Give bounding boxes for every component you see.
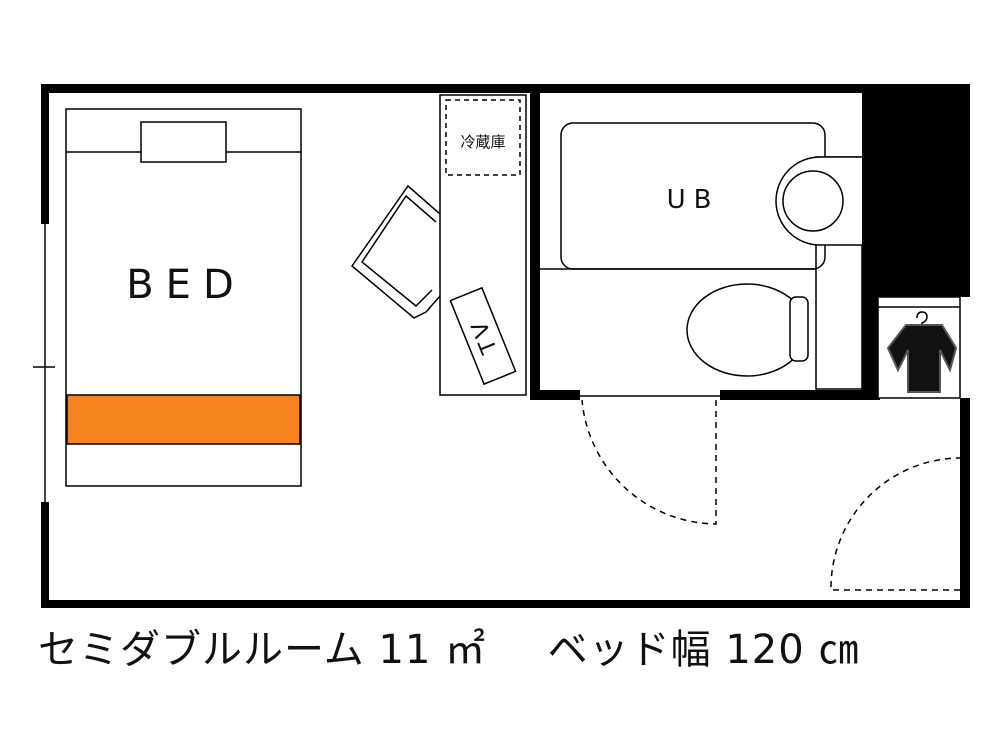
desk-chair	[350, 184, 441, 319]
bottom-wall	[41, 600, 970, 608]
closet-black-block	[862, 84, 970, 297]
tv-body	[449, 286, 517, 386]
door-swings	[581, 399, 961, 591]
toilet-bowl	[686, 283, 808, 377]
clothes-hanger-icon	[886, 311, 958, 393]
room-area: 11	[378, 627, 432, 673]
bath-left-wall	[530, 84, 540, 400]
fridge-outline	[445, 99, 521, 176]
closet	[877, 296, 961, 399]
entrance-door-swing	[830, 457, 961, 591]
left-wall-upper	[41, 84, 49, 224]
toilet-tank	[789, 296, 809, 362]
bed-width-value: 120	[725, 627, 805, 673]
bathroom-walls	[530, 84, 880, 400]
bath-door-swing	[581, 399, 717, 525]
bed-width-unit: ㎝	[818, 627, 860, 673]
tv: TV	[449, 286, 517, 386]
bed-label: BED	[126, 262, 246, 308]
right-wall-lower	[960, 398, 970, 608]
exterior-walls	[41, 84, 970, 608]
bath-right-wall	[862, 84, 878, 400]
sink-bowl	[782, 170, 844, 232]
fridge-label: 冷蔵庫	[460, 133, 505, 151]
unit-bath: UB	[540, 122, 863, 390]
pillow	[140, 121, 227, 163]
bath-bottom-wall-right	[720, 390, 880, 400]
room-caption: セミダブルルーム 11 ㎡ ベッド幅 120 ㎝	[38, 622, 978, 678]
left-window	[33, 224, 55, 502]
bed-runner	[66, 394, 301, 445]
left-wall-lower	[41, 502, 49, 608]
bed: BED	[65, 108, 302, 487]
unit-bath-label: UB	[667, 185, 720, 215]
room-type: セミダブルルーム	[38, 627, 365, 673]
toilet	[686, 283, 809, 377]
bed-width-label: ベッド幅	[547, 627, 712, 673]
desk: 冷蔵庫 TV	[439, 94, 527, 396]
bath-bottom-wall-left	[530, 390, 580, 400]
room-area-unit: ㎡	[445, 627, 487, 673]
top-wall	[41, 84, 970, 93]
